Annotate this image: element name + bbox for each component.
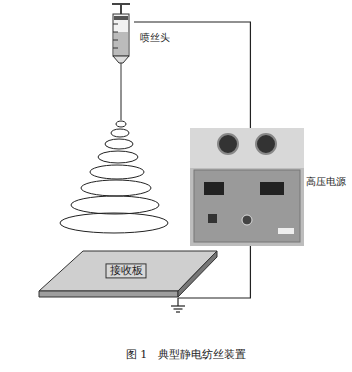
wire: [134, 22, 250, 128]
spinneret-syringe: 喷丝头: [108, 2, 134, 90]
spinneret-syringe-shape: [108, 2, 134, 90]
node-label: 高压电源: [306, 176, 346, 188]
ground-symbol: [171, 298, 185, 312]
node-label: 接收板: [106, 263, 147, 278]
high-voltage-supply: 高压电源: [190, 128, 304, 246]
collector-plate: 接收板: [38, 250, 218, 298]
node-label: 喷丝头: [140, 32, 170, 44]
figure-caption: 图 1 典型静电纺丝装置: [20, 347, 352, 362]
high-voltage-supply-shape: [190, 128, 304, 246]
jet-spiral: [60, 90, 168, 233]
